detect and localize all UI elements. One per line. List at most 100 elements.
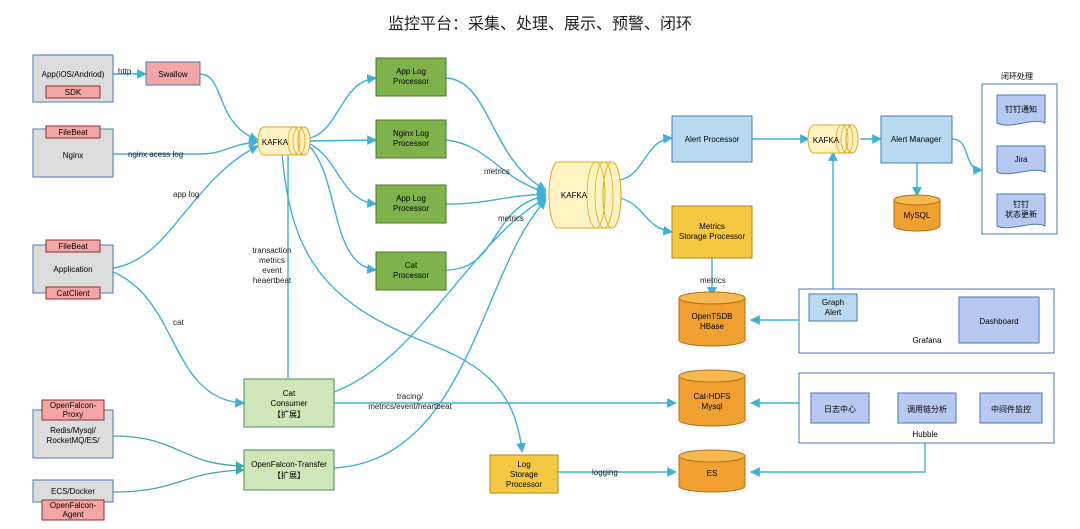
svg-text:Processor: Processor: [393, 77, 429, 86]
cat-hdfs-db: Cat-HDFS Mysql: [678, 369, 746, 427]
edge-redis-openfalcon: [112, 435, 245, 471]
edge-alertmanager-closedloop: [951, 138, 983, 175]
edge-catconsumer-kafka2: [333, 197, 547, 393]
svg-text:Storage Processor: Storage Processor: [679, 232, 746, 241]
openfalcon-transfer: OpenFalcon-Transfer 【扩展】: [243, 449, 335, 491]
svg-text:OpenTSDB: OpenTSDB: [692, 312, 733, 321]
kafka-3: KAFKA: [807, 124, 859, 154]
page-title: 监控平台：采集、处理、展示、预警、闭环: [387, 14, 692, 33]
openfalcon-proxy-2: Proxy: [63, 410, 83, 419]
grafana-panel: Graph Alert Dashboard Grafana: [798, 288, 1055, 354]
graph-alert-1: Graph: [822, 298, 844, 307]
closed-loop-panel: 闭环处理 钉钉通知 Jira 钉钉 状态更新: [981, 71, 1058, 235]
svg-text:Processor: Processor: [393, 139, 429, 148]
edge-kafka-applog2: [309, 143, 377, 208]
svg-text:日志中心: 日志中心: [824, 404, 856, 414]
svg-text:Processor: Processor: [393, 204, 429, 213]
dashboard-box: [958, 296, 1040, 344]
alert-processor: Alert Processor: [671, 115, 753, 163]
svg-text:OpenFalcon-Transfer: OpenFalcon-Transfer: [251, 460, 327, 469]
svg-text:Storage: Storage: [510, 470, 539, 479]
processor-nginxlog: Nginx Log Processor: [375, 119, 447, 159]
svg-text:钉钉通知: 钉钉通知: [1005, 104, 1037, 114]
svg-text:KAFKA: KAFKA: [813, 136, 840, 145]
source-nginx: FileBeat Nginx: [32, 125, 114, 178]
opentsdb-db: OpenTSDB HBase: [678, 291, 746, 347]
label-metrics-1: metrics: [484, 167, 510, 176]
edge-kafka-applog1: [309, 74, 377, 139]
label-cat: cat: [173, 318, 184, 327]
openfalcon-agent-1: OpenFalcon-: [50, 501, 97, 510]
svg-text:Cat-HDFS: Cat-HDFS: [694, 392, 731, 401]
edge-application-kafka: [112, 145, 259, 269]
edge-kafka-nginxlog: [309, 135, 377, 146]
label-http: http: [118, 67, 132, 76]
mysql-db: MySQL: [893, 194, 941, 232]
svg-text:【扩展】: 【扩展】: [273, 470, 305, 480]
svg-text:ES: ES: [707, 469, 718, 478]
edge-ecs-openfalcon: [112, 465, 245, 493]
label-transaction-1: transaction: [252, 246, 291, 255]
edge-applog1-kafka2: [445, 77, 547, 191]
hubble-item-middleware: [979, 392, 1043, 424]
application-catclient: CatClient: [57, 289, 91, 298]
grafana-label: Grafana: [913, 336, 942, 345]
svg-text:App Log: App Log: [396, 194, 426, 203]
label-transaction-4: heaertbeat: [253, 276, 292, 285]
kafka-2: KAFKA: [548, 161, 622, 229]
edge-labels: http nginx acess log app log cat transac…: [118, 67, 726, 477]
svg-text:App Log: App Log: [396, 67, 426, 76]
svg-text:中间件监控: 中间件监控: [991, 404, 1031, 414]
application-label: Application: [53, 265, 92, 274]
label-tracing-1: tracing/: [397, 392, 424, 401]
label-logging: logging: [592, 468, 618, 477]
redis-label-2: RocketMQ/ES/: [47, 436, 101, 445]
edge-hubble-es: [750, 443, 926, 477]
label-app-log: app log: [173, 190, 199, 199]
cat-consumer: Cat Consumer 【扩展】: [243, 378, 335, 428]
svg-text:MySQL: MySQL: [904, 211, 931, 220]
edge-catproc-kafka2: [445, 192, 547, 271]
edge-nginx-kafka: [113, 137, 259, 155]
svg-text:Processor: Processor: [393, 271, 429, 280]
label-tracing-2: metrics/event/heartbeat: [368, 402, 452, 411]
dashboard-label: Dashboard: [979, 317, 1018, 326]
edge-kafka-catproc: [309, 146, 377, 274]
application-filebeat: FileBeat: [58, 242, 88, 251]
svg-text:Jira: Jira: [1015, 155, 1028, 164]
svg-text:Mysql: Mysql: [702, 402, 723, 411]
svg-text:Log: Log: [517, 460, 530, 469]
svg-text:Nginx Log: Nginx Log: [393, 129, 429, 138]
edge-kafka2-alertproc: [619, 133, 673, 181]
edge-kafka2-metricsstorage: [619, 197, 673, 236]
svg-text:Cat: Cat: [405, 261, 418, 270]
label-transaction-3: event: [262, 266, 282, 275]
closed-loop-title: 闭环处理: [1001, 71, 1033, 81]
svg-text:Processor: Processor: [506, 480, 542, 489]
app-label: App(iOS/Andriod): [42, 70, 105, 79]
metrics-storage-processor: Metrics Storage Processor: [671, 205, 753, 259]
svg-text:KAFKA: KAFKA: [561, 191, 588, 200]
svg-text:调用链分析: 调用链分析: [907, 404, 947, 414]
source-redis: OpenFalcon- Proxy Redis/Mysql/ RocketMQ/…: [32, 399, 114, 459]
label-nginx-log: nginx acess log: [128, 150, 183, 159]
source-application: FileBeat Application CatClient: [32, 239, 114, 300]
graph-alert-2: Alert: [825, 308, 842, 317]
svg-text:钉钉: 钉钉: [1013, 199, 1029, 209]
es-db: ES: [678, 449, 746, 493]
nginx-label: Nginx: [63, 151, 83, 160]
svg-text:HBase: HBase: [700, 322, 725, 331]
kafka-1: KAFKA: [257, 126, 311, 156]
hubble-panel: 日志中心 调用链分析 中间件监控 Hubble: [798, 372, 1055, 444]
sdk-label: SDK: [65, 88, 82, 97]
doc-dingtalk-status: [996, 193, 1046, 229]
processor-cat: Cat Processor: [375, 251, 447, 291]
openfalcon-proxy-1: OpenFalcon-: [50, 401, 97, 410]
svg-text:KAFKA: KAFKA: [262, 138, 289, 147]
edge-openfalcon-kafka2: [333, 199, 547, 469]
redis-label-1: Redis/Mysql/: [50, 426, 97, 435]
hubble-item-trace: [897, 392, 957, 424]
swallow-box: Swallow: [145, 61, 201, 86]
svg-text:状态更新: 状态更新: [1005, 209, 1037, 219]
